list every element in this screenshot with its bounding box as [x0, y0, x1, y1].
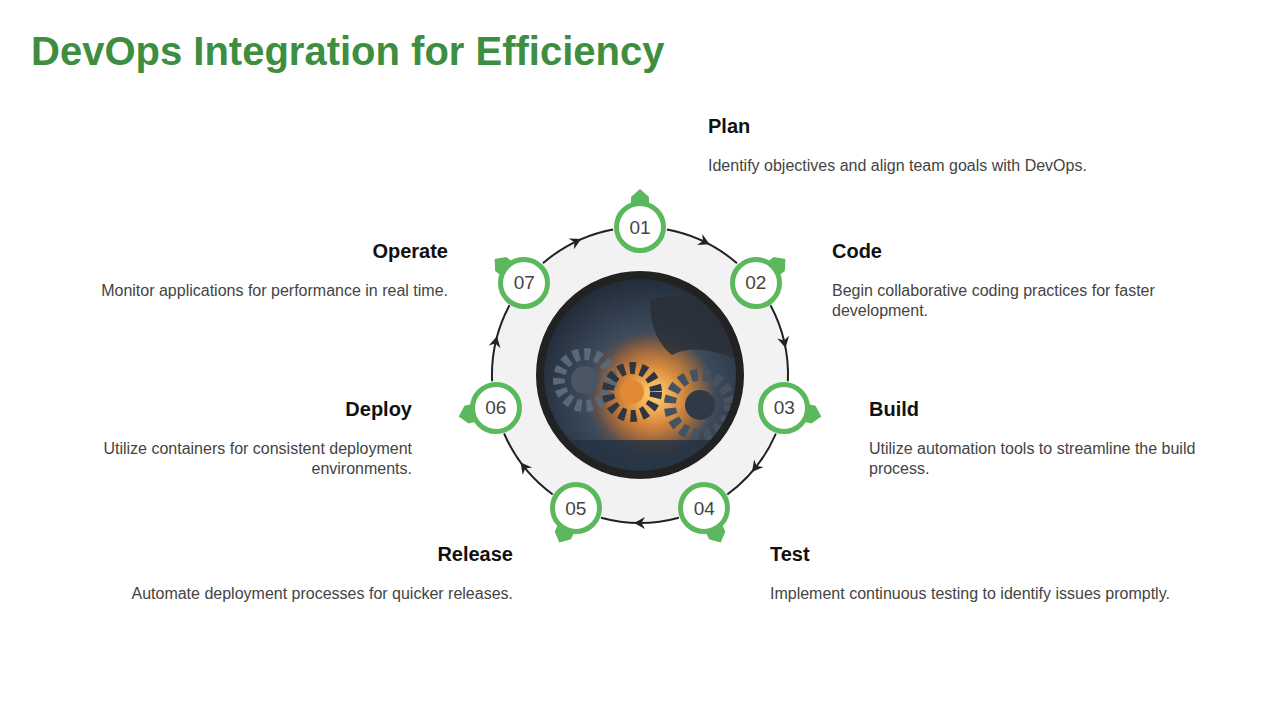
ring-disc: [492, 227, 788, 523]
step-heading: Operate: [48, 238, 448, 264]
step-heading: Deploy: [67, 396, 412, 422]
step-circle: 03BuildUtilize automation tools to strea…: [758, 382, 810, 434]
arrow-head: [777, 336, 789, 348]
step-heading: Code: [832, 238, 1192, 264]
step-heading: Test: [770, 541, 1220, 567]
step-description: Automate deployment processes for quicke…: [73, 584, 513, 604]
arrow-head: [634, 517, 645, 529]
step-number: 07: [498, 257, 550, 309]
step-description: Begin collaborative coding practices for…: [832, 281, 1192, 321]
step-number: 02: [730, 257, 782, 309]
connector-arc: [667, 230, 737, 264]
connector-arc: [771, 305, 789, 381]
step-circle: 04TestImplement continuous testing to id…: [678, 482, 730, 534]
cycle-connector: [543, 229, 613, 263]
step-number: 01: [614, 201, 666, 253]
pointer-tabs: [459, 189, 822, 543]
step-description: Identify objectives and align team goals…: [708, 156, 1138, 176]
photo-frame: [540, 275, 740, 475]
connector-arc: [504, 434, 553, 495]
diagram-title: DevOps Integration for Efficiency: [31, 26, 664, 76]
cycle-connector: [771, 305, 790, 381]
step-heading: Build: [869, 396, 1231, 422]
connector-arc: [727, 434, 776, 495]
cycle-connector: [667, 230, 737, 264]
step-circle: 02CodeBegin collaborative coding practic…: [730, 257, 782, 309]
arrow-head: [489, 336, 501, 348]
step-number: 03: [758, 382, 810, 434]
step-circle: 01PlanIdentify objectives and align team…: [614, 201, 666, 253]
step-circle: 06DeployUtilize containers for consisten…: [470, 382, 522, 434]
step-circle: 07OperateMonitor applications for perfor…: [498, 257, 550, 309]
arrow-head: [569, 238, 582, 249]
cycle-connector: [504, 434, 553, 495]
step-number: 04: [678, 482, 730, 534]
step-heading: Release: [73, 541, 513, 567]
arrow-head: [697, 234, 710, 245]
arrow-head: [521, 463, 533, 475]
cycle-connector: [727, 434, 776, 495]
step-description: Implement continuous testing to identify…: [770, 584, 1220, 604]
step-description: Utilize automation tools to streamline t…: [869, 439, 1231, 479]
step-number: 06: [470, 382, 522, 434]
step-heading: Plan: [708, 113, 1138, 139]
connector-arc: [543, 229, 613, 263]
gears-photo: [540, 275, 740, 480]
step-number: 05: [550, 482, 602, 534]
step-description: Monitor applications for performance in …: [48, 281, 448, 301]
step-description: Utilize containers for consistent deploy…: [67, 439, 412, 479]
cycle-connector: [489, 305, 510, 381]
cycle-connector: [601, 517, 679, 529]
step-circle: 05ReleaseAutomate deployment processes f…: [550, 482, 602, 534]
arrow-head: [752, 460, 764, 472]
